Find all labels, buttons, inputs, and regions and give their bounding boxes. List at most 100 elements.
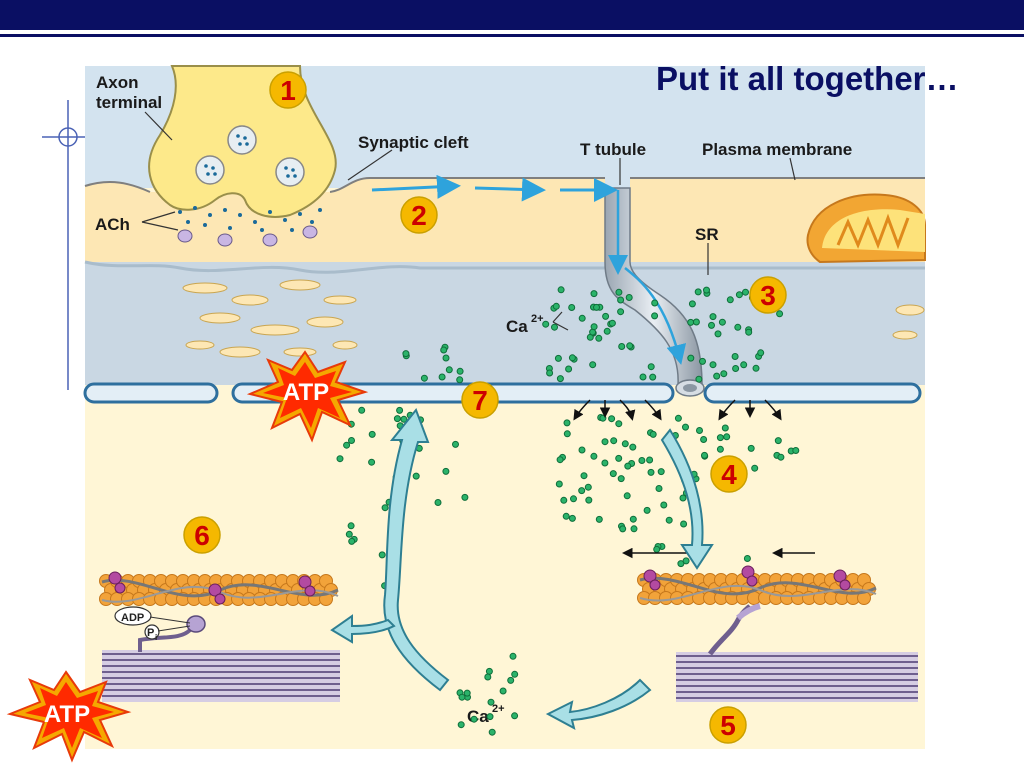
calcium-ion [554, 354, 562, 362]
label-ca-upper: Ca [506, 317, 528, 336]
label-sr: SR [695, 225, 719, 244]
calcium-ion [438, 373, 446, 381]
calcium-ion [718, 318, 726, 326]
calcium-ion [557, 286, 565, 294]
calcium-ion [486, 713, 494, 721]
label-plasma-membrane: Plasma membrane [702, 140, 852, 159]
calcium-ion [752, 364, 760, 372]
sarcoplasmic-reticulum [85, 262, 925, 385]
ach-receptors [177, 225, 318, 247]
thick-filament-left [102, 606, 340, 702]
calcium-ion [590, 290, 598, 298]
step-5-number: 5 [720, 710, 736, 741]
calcium-ion [608, 319, 616, 327]
calcium-ion [445, 366, 453, 374]
step-7-number: 7 [472, 385, 488, 416]
calcium-ion [699, 357, 706, 365]
calcium-ion [568, 354, 576, 362]
calcium-ion [590, 452, 598, 460]
calcium-ion [740, 361, 748, 369]
calcium-ion [456, 376, 464, 384]
calcium-ion [638, 457, 646, 464]
calcium-ion [440, 346, 448, 354]
calcium-ion [603, 327, 611, 335]
calcium-ion [565, 365, 573, 373]
step-7-badge: 7 [461, 381, 499, 419]
calcium-ion [617, 475, 625, 483]
calcium-ion [452, 440, 459, 448]
label-leaders [141, 111, 796, 331]
calcium-ion [542, 320, 550, 328]
sr-membrane [83, 382, 922, 404]
calcium-ion [568, 514, 576, 522]
plasma-membrane-line [84, 177, 925, 193]
thin-filament-right [637, 565, 877, 605]
calcium-ion [463, 689, 471, 697]
calcium-ion [624, 462, 632, 470]
calcium-ion [630, 525, 638, 533]
calcium-ion [378, 551, 386, 559]
ca-release-arrows [573, 399, 815, 559]
step-4-number: 4 [721, 459, 737, 490]
calcium-ion [747, 444, 755, 452]
calcium-ion [687, 354, 695, 362]
calcium-ion [608, 415, 616, 423]
calcium-ion [442, 467, 450, 475]
step-1-number: 1 [280, 75, 296, 106]
calcium-ion [615, 420, 623, 428]
calcium-ion [393, 415, 401, 423]
calcium-ion [655, 485, 663, 492]
calcium-ion [621, 440, 629, 448]
calcium-ion [735, 291, 743, 299]
calcium-ion [368, 458, 376, 466]
calcium-ion [615, 288, 623, 296]
calcium-ion [601, 438, 609, 446]
label-t-tubule: T tubule [580, 140, 646, 159]
calcium-ion [646, 456, 654, 464]
calcium-ion [757, 349, 765, 357]
calcium-ion [602, 312, 610, 320]
calcium-ion [709, 313, 717, 321]
label-ca-lower: Ca [467, 707, 489, 726]
calcium-ion [578, 487, 586, 495]
thin-filament-left [99, 571, 339, 606]
calcium-ion [347, 522, 355, 530]
label-synaptic-cleft: Synaptic cleft [358, 133, 469, 152]
calcium-ion [556, 456, 564, 464]
label-ca-lower-charge: 2+ [492, 703, 505, 715]
calcium-ion [731, 353, 739, 360]
calcium-ion [680, 520, 688, 528]
step-4-badge: 4 [710, 455, 748, 493]
step-6-badge: 6 [183, 516, 221, 554]
calcium-ion [647, 363, 655, 371]
label-pi: P [147, 627, 154, 639]
calcium-ion [647, 468, 655, 476]
calcium-ion [651, 299, 659, 307]
calcium-ion [358, 406, 366, 414]
calcium-ion [368, 430, 376, 438]
calcium-ion [743, 555, 751, 562]
calcium-ion [713, 372, 721, 380]
calcium-ion [682, 423, 689, 431]
step-3-number: 3 [760, 280, 776, 311]
calcium-ion [488, 728, 496, 736]
mitochondrion [806, 193, 926, 264]
calcium-ion [617, 308, 625, 316]
calcium-ion [487, 698, 495, 706]
calcium-ion [578, 314, 586, 322]
calcium-ion [555, 480, 563, 488]
calcium-ion [619, 525, 627, 533]
calcium-ion [700, 436, 708, 443]
step-1-badge: 1 [269, 71, 307, 109]
header-rule [0, 34, 1024, 37]
calcium-ion [381, 504, 389, 512]
calcium-ion [610, 437, 618, 445]
calcium-ion [687, 318, 695, 326]
thick-filament-right [676, 603, 918, 702]
calcium-ion [552, 302, 560, 310]
calcium-ion [742, 288, 749, 296]
step-2-number: 2 [411, 200, 427, 231]
calcium-ion [708, 321, 715, 329]
calcium-ion [723, 433, 731, 441]
